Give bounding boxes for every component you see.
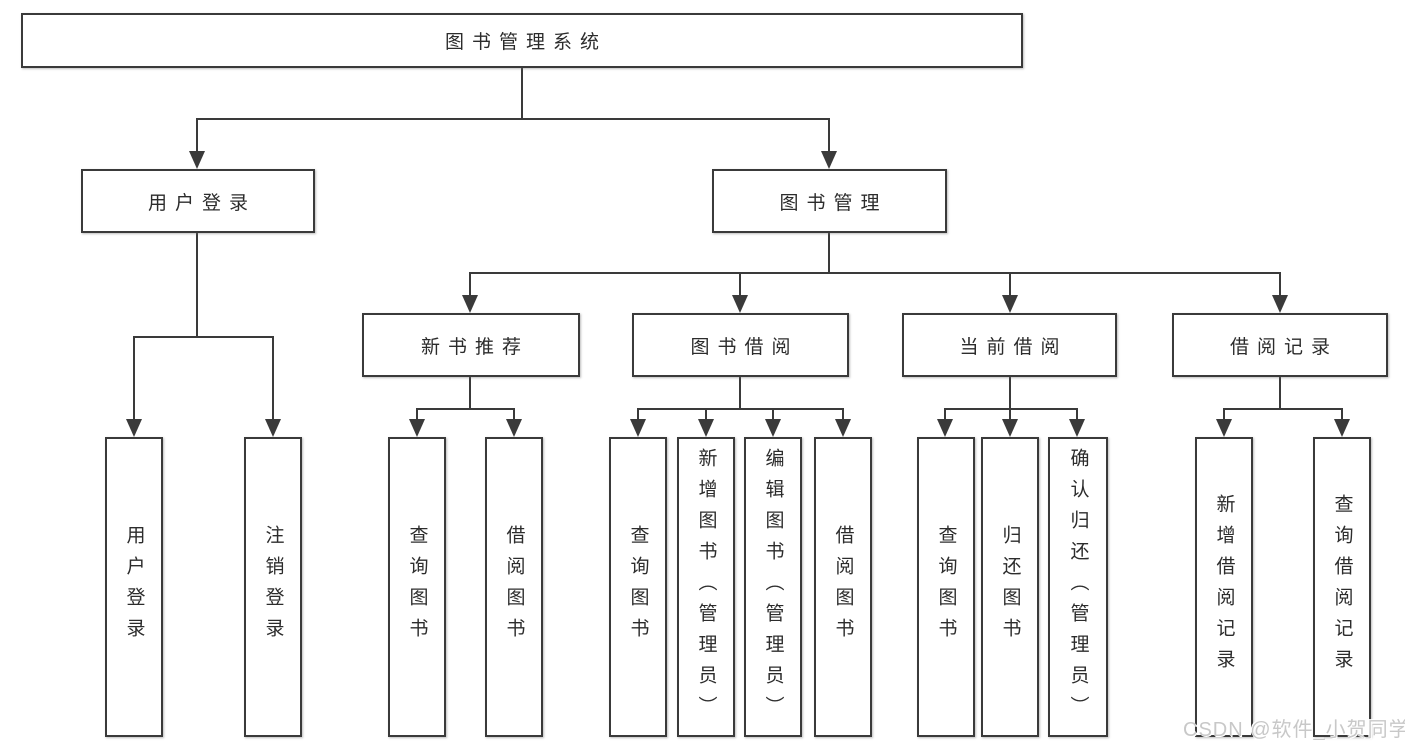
arrowhead-down-icon <box>409 419 425 437</box>
leaf-nb-query-books-label: 查询图书 <box>406 525 428 649</box>
node-new-book-recommendation: 新书推荐 <box>362 313 580 377</box>
arrowhead-down-icon <box>1216 419 1232 437</box>
leaf-bb-query-books-label: 查询图书 <box>627 525 649 649</box>
node-user-login: 用户登录 <box>81 169 315 233</box>
arrowhead-down-icon <box>765 419 781 437</box>
arrowhead-down-icon <box>126 419 142 437</box>
csdn-watermark: CSDN @软件_小贺同学 <box>1183 719 1405 741</box>
connector-line <box>1223 410 1225 421</box>
arrowhead-down-icon <box>462 295 478 313</box>
connector-line <box>944 408 1078 410</box>
connector-line <box>1279 377 1281 410</box>
connector-line <box>1009 274 1011 297</box>
connector-line <box>828 233 830 274</box>
leaf-logout-login: 注销登录 <box>244 437 302 737</box>
connector-line <box>416 408 515 410</box>
connector-line <box>1279 274 1281 297</box>
leaf-nb-query-books: 查询图书 <box>388 437 446 737</box>
connector-line <box>133 338 135 421</box>
node-book-management: 图书管理 <box>712 169 947 233</box>
connector-line <box>196 233 198 338</box>
connector-line <box>469 377 471 410</box>
connector-line <box>739 377 741 410</box>
arrowhead-down-icon <box>630 419 646 437</box>
leaf-bb-edit-books-admin: 编辑图书（管理员） <box>744 437 802 737</box>
connector-line <box>416 410 418 421</box>
arrowhead-down-icon <box>265 419 281 437</box>
leaf-cb-return-books: 归还图书 <box>981 437 1039 737</box>
arrowhead-down-icon <box>937 419 953 437</box>
arrowhead-down-icon <box>835 419 851 437</box>
connector-line <box>1009 377 1011 410</box>
connector-line <box>637 408 844 410</box>
leaf-cb-query-books: 查询图书 <box>917 437 975 737</box>
leaf-bb-borrow-books-label: 借阅图书 <box>832 525 854 649</box>
leaf-br-query-borrow-record-label: 查询借阅记录 <box>1331 494 1353 680</box>
connector-line <box>1223 408 1343 410</box>
connector-line <box>469 274 471 297</box>
arrowhead-down-icon <box>732 295 748 313</box>
leaf-br-add-borrow-record: 新增借阅记录 <box>1195 437 1253 737</box>
leaf-bb-edit-books-admin-label: 编辑图书（管理员） <box>762 447 784 727</box>
leaf-bb-query-books: 查询图书 <box>609 437 667 737</box>
leaf-bb-add-books-admin: 新增图书（管理员） <box>677 437 735 737</box>
connector-line <box>133 336 274 338</box>
leaf-logout-login-label: 注销登录 <box>262 525 284 649</box>
connector-line <box>944 410 946 421</box>
leaf-bb-borrow-books: 借阅图书 <box>814 437 872 737</box>
connector-line <box>521 68 523 120</box>
leaf-user-login: 用户登录 <box>105 437 163 737</box>
leaf-nb-borrow-books: 借阅图书 <box>485 437 543 737</box>
node-book-borrowing: 图书借阅 <box>632 313 849 377</box>
arrowhead-down-icon <box>1272 295 1288 313</box>
node-current-borrowing: 当前借阅 <box>902 313 1117 377</box>
leaf-br-add-borrow-record-label: 新增借阅记录 <box>1213 494 1235 680</box>
connector-line <box>1341 410 1343 421</box>
leaf-user-login-label: 用户登录 <box>123 525 145 649</box>
connector-line <box>739 274 741 297</box>
connector-line <box>196 120 198 153</box>
leaf-br-query-borrow-record: 查询借阅记录 <box>1313 437 1371 737</box>
connector-line <box>272 338 274 421</box>
connector-line <box>772 410 774 421</box>
connector-line <box>828 120 830 153</box>
arrowhead-down-icon <box>1334 419 1350 437</box>
connector-line <box>842 410 844 421</box>
connector-line <box>1009 410 1011 421</box>
leaf-cb-confirm-return-admin: 确认归还（管理员） <box>1048 437 1108 737</box>
leaf-cb-confirm-return-admin-label: 确认归还（管理员） <box>1067 447 1089 727</box>
node-root: 图书管理系统 <box>21 13 1023 68</box>
leaf-cb-query-books-label: 查询图书 <box>935 525 957 649</box>
connector-line <box>705 410 707 421</box>
connector-line <box>637 410 639 421</box>
arrowhead-down-icon <box>698 419 714 437</box>
node-borrowing-records: 借阅记录 <box>1172 313 1388 377</box>
arrowhead-down-icon <box>1002 419 1018 437</box>
arrowhead-down-icon <box>506 419 522 437</box>
leaf-nb-borrow-books-label: 借阅图书 <box>503 525 525 649</box>
arrowhead-down-icon <box>189 151 205 169</box>
arrowhead-down-icon <box>1069 419 1085 437</box>
leaf-cb-return-books-label: 归还图书 <box>999 525 1021 649</box>
connector-line <box>196 118 830 120</box>
leaf-bb-add-books-admin-label: 新增图书（管理员） <box>695 447 717 727</box>
connector-line <box>1076 410 1078 421</box>
connector-line <box>513 410 515 421</box>
arrowhead-down-icon <box>1002 295 1018 313</box>
connector-line <box>469 272 1281 274</box>
arrowhead-down-icon <box>821 151 837 169</box>
